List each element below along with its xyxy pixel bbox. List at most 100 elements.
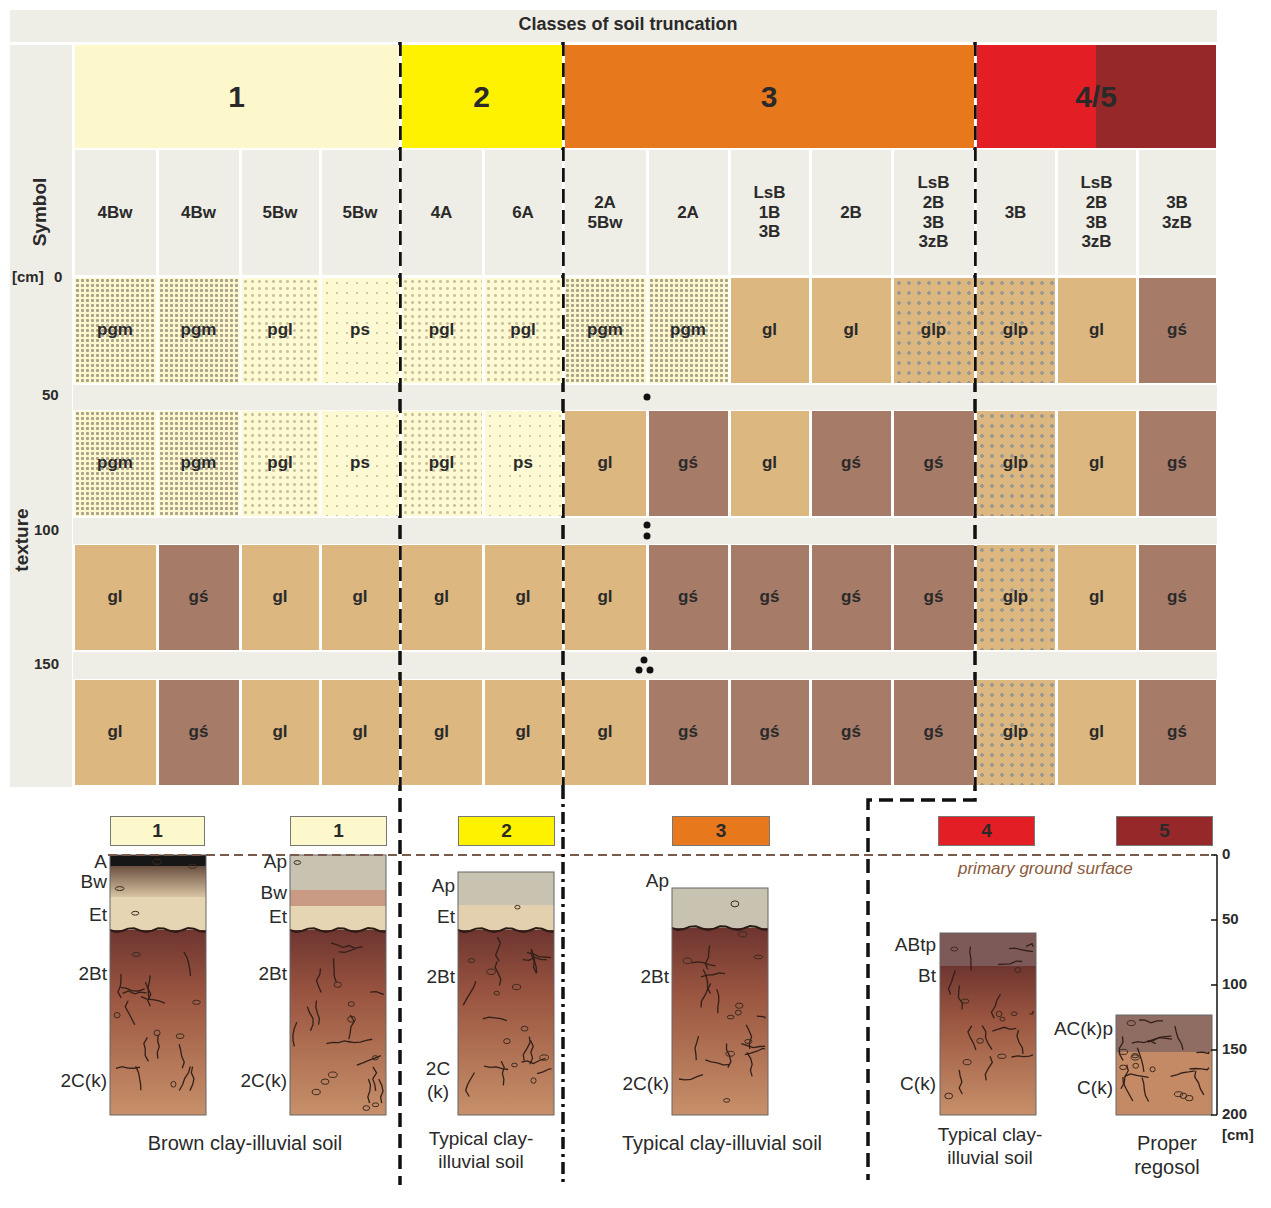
cell-text: LsB 2B 3B 3zB	[1074, 173, 1120, 251]
soil-horizon	[940, 966, 1036, 1115]
depth-dot	[644, 522, 651, 529]
soil-crack	[985, 1056, 992, 1080]
pebble	[1119, 1049, 1128, 1054]
symbol-cell: LsB 2B 3B 3zB	[1058, 150, 1136, 275]
texture-cell: gl	[1058, 545, 1136, 650]
soil-crack	[144, 1037, 149, 1061]
soil-profiles	[110, 855, 1212, 1115]
horizon-label: AC(k)p	[1054, 1018, 1113, 1041]
pebble	[348, 1002, 354, 1007]
soil-crack	[466, 1073, 475, 1097]
cell-text: gś	[924, 588, 944, 607]
pebble	[1131, 1055, 1139, 1060]
cell-text: pgm	[97, 321, 133, 340]
soil-name: Proper regosol	[1117, 1131, 1217, 1179]
soil-profile	[290, 855, 386, 1115]
soil-crack	[1026, 944, 1033, 947]
texture-cell: glp	[977, 545, 1055, 650]
texture-cell: gl	[1058, 278, 1136, 383]
soil-name: Brown clay-illuvial soil	[148, 1131, 343, 1155]
cell-text: 2A	[677, 203, 699, 223]
horizon-label: Ap	[432, 875, 455, 898]
cell-text: pgm	[97, 454, 133, 473]
soil-crack	[531, 949, 536, 973]
soil-crack	[501, 1061, 504, 1085]
soil-crack	[326, 1041, 350, 1044]
texture-cell: gś	[894, 680, 974, 785]
soil-crack	[357, 1056, 381, 1066]
texture-cell: gl	[242, 680, 319, 785]
soil-profile	[458, 872, 554, 1115]
cell-text: pgm	[670, 321, 706, 340]
texture-cell: gś	[731, 545, 809, 650]
pebble	[735, 1010, 741, 1015]
pebble	[1185, 1095, 1193, 1100]
horizon-label: 2Bt	[258, 963, 287, 986]
soil-crack	[123, 991, 147, 994]
horizon-label: 2Bt	[78, 963, 107, 986]
pebble	[372, 1103, 378, 1107]
texture-cell: gl	[731, 278, 809, 383]
soil-crack	[1196, 1052, 1209, 1054]
soil-crack	[998, 961, 1022, 964]
texture-cell: gl	[731, 411, 809, 516]
axis-title: Symbol	[29, 178, 52, 247]
soil-crack	[348, 1039, 372, 1042]
cell-text: gś	[678, 723, 698, 742]
soil-crack	[982, 1026, 992, 1050]
soil-crack	[695, 1036, 699, 1060]
cell-text: gl	[272, 723, 287, 742]
soil-name: Typical clay-illuvial soil	[928, 1124, 1053, 1170]
horizon-label: 2C(k)	[241, 1070, 287, 1093]
symbol-cell: 5Bw	[242, 150, 319, 275]
cell-text: ps	[350, 454, 370, 473]
scale-label: 200	[1222, 1105, 1247, 1123]
symbol-cell: LsB 2B 3B 3zB	[894, 150, 974, 275]
texture-cell: gś	[894, 411, 974, 516]
soil-crack	[959, 1070, 962, 1094]
depth-dot	[644, 394, 651, 401]
scale-label: 50	[1222, 910, 1239, 928]
horizon-label: ABtp	[895, 934, 936, 957]
soil-crack	[703, 969, 710, 993]
symbol-cell: 6A	[485, 150, 562, 275]
cell-text: gś	[841, 588, 861, 607]
soil-crack	[741, 1044, 765, 1048]
cell-text: glp	[1003, 588, 1029, 607]
scale-label: 150	[1222, 1040, 1247, 1058]
cell-text: 2	[473, 80, 490, 113]
texture-cell: pgm	[565, 278, 646, 383]
class-box: 3	[672, 816, 770, 846]
pebble	[512, 1063, 518, 1067]
horizon-label: 2C(k)	[61, 1070, 107, 1093]
cell-text: 5Bw	[263, 203, 298, 223]
texture-cell: gl	[485, 680, 562, 785]
cell-text: 3	[716, 821, 727, 842]
diagram-title: Classes of soil truncation	[518, 14, 737, 36]
texture-cell: gl	[1058, 680, 1136, 785]
soil-crack	[496, 937, 501, 961]
cell-text: gś	[760, 723, 780, 742]
texture-cell: pgl	[402, 411, 482, 516]
soil-crack	[530, 1040, 533, 1064]
horizon-boundary	[110, 928, 206, 932]
symbol-cell: 2A	[649, 150, 728, 275]
depth-label: [cm]	[12, 268, 44, 286]
symbol-cell: 5Bw	[322, 150, 399, 275]
scale-label: 100	[1222, 975, 1247, 993]
symbol-cell: 3B 3zB	[1139, 150, 1216, 275]
symbol-cell: 3B	[977, 150, 1055, 275]
soil-crack	[316, 968, 321, 992]
soil-crack	[379, 1079, 383, 1103]
cell-text: gś	[1167, 588, 1187, 607]
cell-text: gś	[924, 723, 944, 742]
texture-cell: gś	[649, 545, 728, 650]
cell-text: 2A 5Bw	[582, 193, 628, 232]
profile-outline	[1116, 1015, 1212, 1115]
depth-label: 150	[34, 655, 59, 673]
soil-crack	[705, 946, 709, 970]
pebble	[153, 859, 162, 864]
pebble	[1133, 1063, 1139, 1068]
soil-profile	[672, 888, 768, 1115]
